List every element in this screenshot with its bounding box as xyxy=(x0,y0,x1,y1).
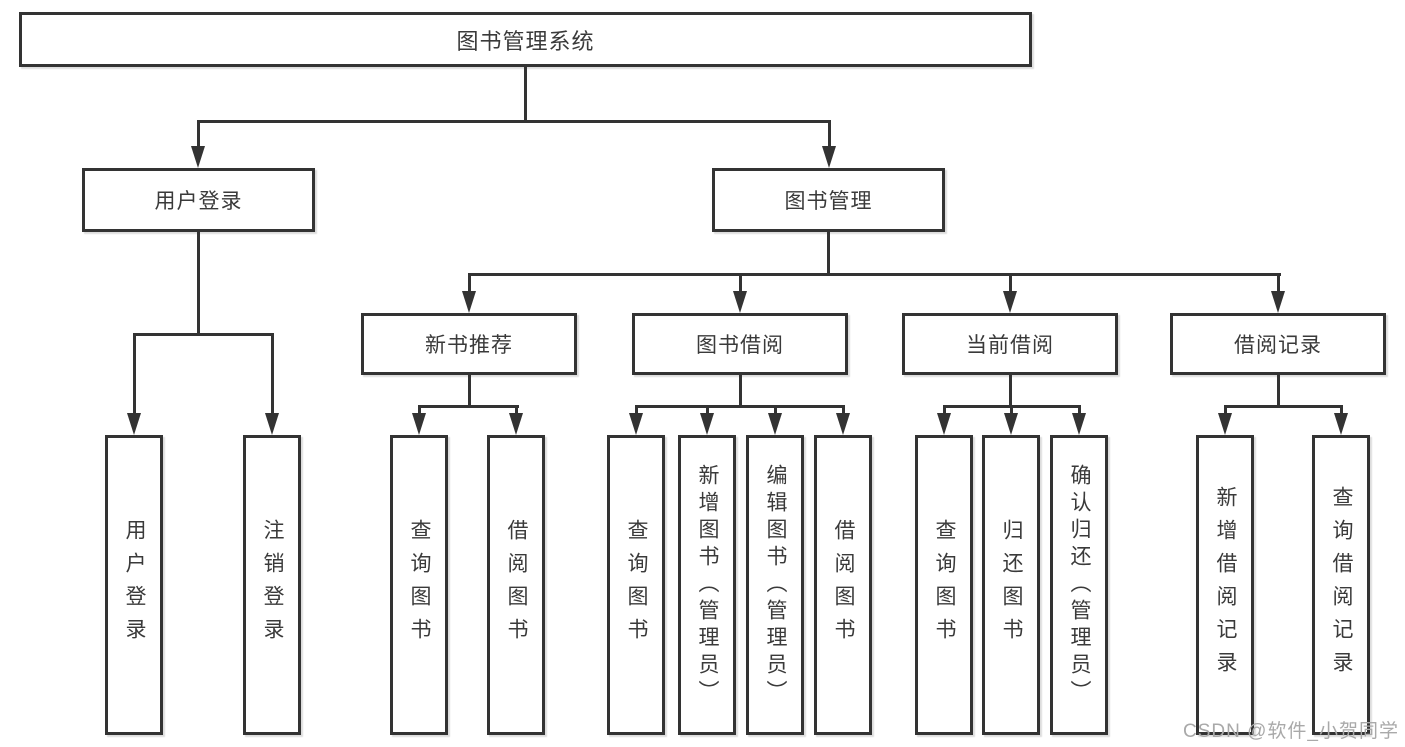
diagram-node-book-management: 图书管理 xyxy=(712,168,945,232)
connector-vline xyxy=(1224,405,1227,417)
diagram-leaf-user-login: 用户登录 xyxy=(105,435,163,735)
diagram-leaf-borrow-books-1: 借阅图书 xyxy=(487,435,545,735)
diagram-node-current-borrowing: 当前借阅 xyxy=(902,313,1118,375)
connector-vline xyxy=(1010,405,1013,417)
connector-vline xyxy=(706,405,709,417)
diagram-node-user-login: 用户登录 xyxy=(82,168,315,232)
connector-vline xyxy=(1009,375,1012,408)
diagram-leaf-query-borrow-record: 查询借阅记录 xyxy=(1312,435,1370,735)
arrow-down-icon xyxy=(1003,291,1017,313)
connector-vline xyxy=(828,120,831,148)
connector-vline xyxy=(739,375,742,408)
arrow-down-icon xyxy=(629,413,643,435)
connector-vline xyxy=(1277,375,1280,408)
arrow-down-icon xyxy=(768,413,782,435)
watermark-text: CSDN @软件_小贺同学 xyxy=(1183,721,1399,742)
connector-vline xyxy=(271,333,274,416)
diagram-node-book-borrowing: 图书借阅 xyxy=(632,313,848,375)
diagram-leaf-query-books-2: 查询图书 xyxy=(607,435,665,735)
arrow-down-icon xyxy=(191,146,205,168)
diagram-leaf-borrow-books-2: 借阅图书 xyxy=(814,435,872,735)
connector-hline xyxy=(468,273,1281,276)
diagram-leaf-query-books-1: 查询图书 xyxy=(390,435,448,735)
connector-vline xyxy=(418,405,421,417)
arrow-down-icon xyxy=(462,291,476,313)
diagram-node-new-book-recommendation: 新书推荐 xyxy=(361,313,577,375)
connector-vline xyxy=(635,405,638,417)
diagram-leaf-logout: 注销登录 xyxy=(243,435,301,735)
connector-hline xyxy=(197,120,831,123)
diagram-leaf-edit-books-admin: 编辑图书（管理员） xyxy=(746,435,804,735)
connector-vline xyxy=(133,333,136,416)
arrow-down-icon xyxy=(733,291,747,313)
connector-hline xyxy=(418,405,519,408)
diagram-leaf-add-borrow-record: 新增借阅记录 xyxy=(1196,435,1254,735)
connector-vline xyxy=(827,232,830,276)
connector-vline xyxy=(1340,405,1343,417)
arrow-down-icon xyxy=(265,413,279,435)
arrow-down-icon xyxy=(509,413,523,435)
connector-vline xyxy=(197,232,200,336)
arrow-down-icon xyxy=(822,146,836,168)
diagram-node-root-library-system: 图书管理系统 xyxy=(19,12,1032,67)
connector-vline xyxy=(524,67,527,123)
connector-vline xyxy=(842,405,845,417)
connector-hline xyxy=(133,333,274,336)
diagram-leaf-add-books-admin: 新增图书（管理员） xyxy=(678,435,736,735)
diagram-leaf-return-books: 归还图书 xyxy=(982,435,1040,735)
connector-vline xyxy=(1078,405,1081,417)
connector-vline xyxy=(515,405,518,417)
arrow-down-icon xyxy=(1271,291,1285,313)
connector-vline xyxy=(1009,273,1012,293)
connector-hline xyxy=(1224,405,1343,408)
connector-vline xyxy=(197,120,200,148)
arrow-down-icon xyxy=(1004,413,1018,435)
connector-vline xyxy=(739,273,742,293)
connector-vline xyxy=(468,375,471,408)
connector-vline xyxy=(943,405,946,417)
arrow-down-icon xyxy=(127,413,141,435)
arrow-down-icon xyxy=(1072,413,1086,435)
arrow-down-icon xyxy=(937,413,951,435)
connector-vline xyxy=(774,405,777,417)
connector-vline xyxy=(468,273,471,293)
diagram-leaf-query-books-3: 查询图书 xyxy=(915,435,973,735)
connector-hline xyxy=(635,405,845,408)
arrow-down-icon xyxy=(1334,413,1348,435)
arrow-down-icon xyxy=(412,413,426,435)
arrow-down-icon xyxy=(700,413,714,435)
arrow-down-icon xyxy=(836,413,850,435)
connector-vline xyxy=(1277,273,1280,293)
diagram-leaf-confirm-return-admin: 确认归还（管理员） xyxy=(1050,435,1108,735)
diagram-node-borrowing-records: 借阅记录 xyxy=(1170,313,1386,375)
arrow-down-icon xyxy=(1218,413,1232,435)
